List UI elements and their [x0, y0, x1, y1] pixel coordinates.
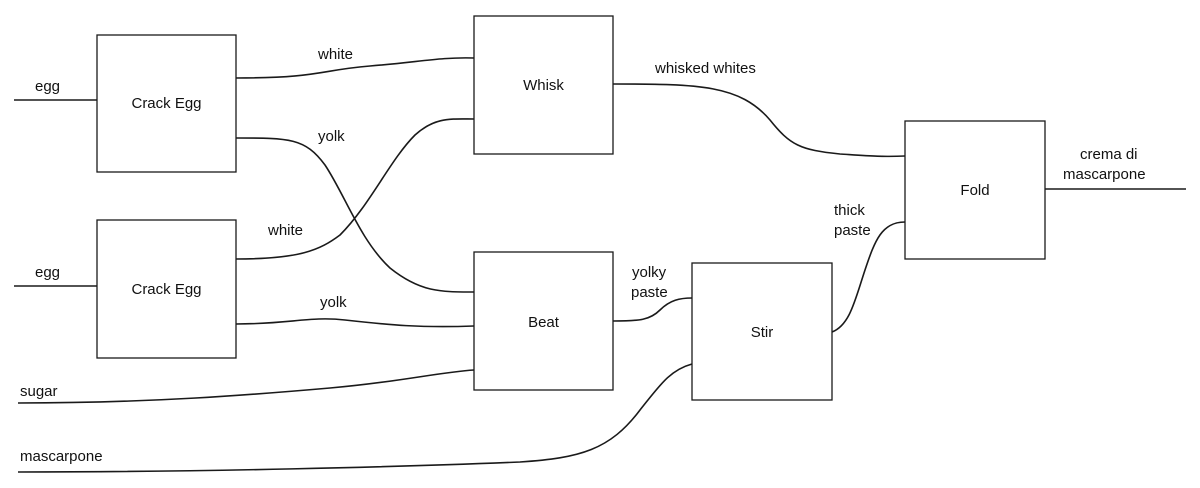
process-crack-egg-1: Crack Egg: [96, 34, 237, 173]
edge-yolky-paste: [612, 297, 693, 322]
edge-label-yolk-2: yolk: [320, 294, 347, 311]
edge-yolk-1: [235, 137, 475, 293]
edge-label-egg-1: egg: [35, 78, 60, 95]
process-label: Stir: [751, 324, 774, 341]
process-stir: Stir: [691, 262, 833, 401]
edge-label-yolk-1: yolk: [318, 128, 345, 145]
process-fold: Fold: [904, 120, 1046, 260]
process-label: Whisk: [523, 77, 564, 94]
edge-label-output-1: crema di: [1080, 146, 1138, 163]
edge-thick-paste: [831, 221, 906, 333]
edge-whisked-whites: [612, 83, 906, 158]
edge-label-white-2: white: [267, 222, 303, 239]
edge-label-thick-paste-1: thick: [834, 202, 865, 219]
edge-sugar: [17, 369, 475, 404]
process-label: Fold: [960, 182, 989, 199]
edge-label-sugar: sugar: [20, 383, 58, 400]
edge-label-output-2: mascarpone: [1063, 166, 1146, 183]
edge-white-1: [235, 57, 475, 79]
edge-mascarpone: [17, 363, 693, 473]
process-label: Crack Egg: [131, 281, 201, 298]
edge-yolk-2: [235, 318, 475, 328]
process-label: Beat: [528, 314, 560, 331]
process-label: Crack Egg: [131, 95, 201, 112]
edge-label-yolky-paste-1: yolky: [632, 264, 667, 281]
process-whisk: Whisk: [473, 15, 614, 155]
process-beat: Beat: [473, 251, 614, 391]
process-crack-egg-2: Crack Egg: [96, 219, 237, 359]
edge-label-whisked-whites: whisked whites: [654, 60, 756, 77]
edge-label-yolky-paste-2: paste: [631, 284, 668, 301]
edge-white-2: [235, 118, 475, 260]
edge-label-mascarpone: mascarpone: [20, 448, 103, 465]
edge-label-white-1: white: [317, 46, 353, 63]
edge-label-egg-2: egg: [35, 264, 60, 281]
edge-label-thick-paste-2: paste: [834, 222, 871, 239]
